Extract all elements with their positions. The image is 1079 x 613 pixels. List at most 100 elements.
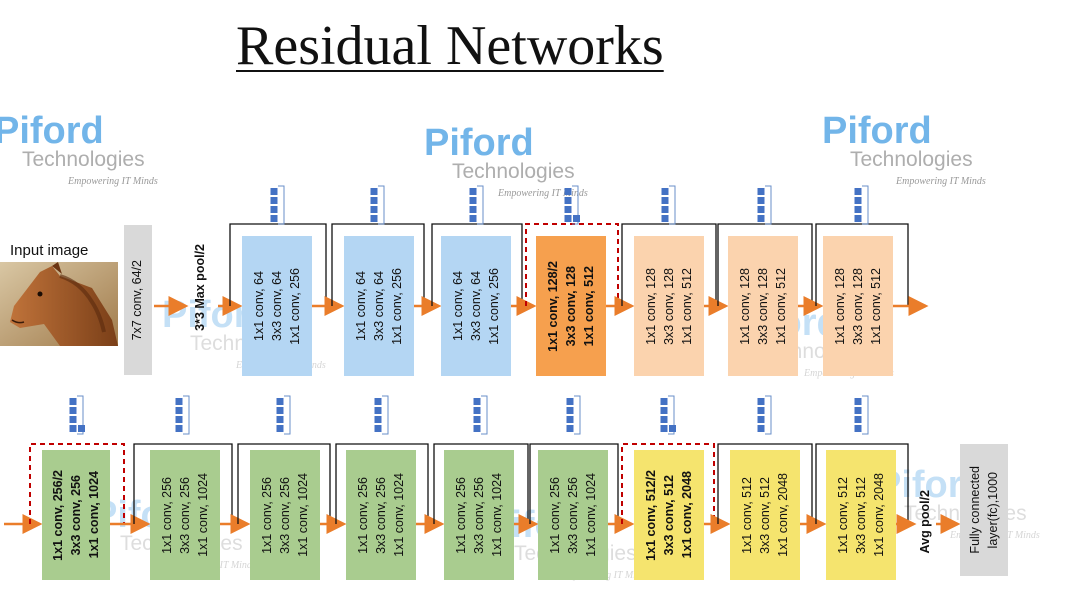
row1-nodes-7-node-1 <box>854 188 862 195</box>
row2-nodes-4-node-2 <box>374 407 382 414</box>
row2-nodes-7-node-4 <box>660 425 668 432</box>
row1-nodes-5-node-2 <box>661 197 669 204</box>
r2b1-line-1: 1x1 conv, 256 <box>160 476 174 554</box>
row1-nodes-1-node-3 <box>270 206 278 213</box>
row1-nodes-4-bracket <box>572 185 579 225</box>
r2b0-line-2: 3x3 conv, 256 <box>69 474 83 556</box>
row2-nodes-5-bracket <box>481 395 488 435</box>
input-image <box>0 262 118 346</box>
row1-nodes-3-node-3 <box>469 206 477 213</box>
r2b8-line-3: 1x1 conv, 2048 <box>872 473 886 557</box>
row2-nodes-8-node-4 <box>757 425 765 432</box>
r1b5-line-3: 1x1 conv, 512 <box>774 267 788 345</box>
r1b1-line-1: 1x1 conv, 64 <box>354 271 368 341</box>
r2b5-line-1: 1x1 conv, 256 <box>548 476 562 554</box>
r2b0-line-3: 1x1 conv, 1024 <box>87 471 101 559</box>
r1b3-line-3: 1x1 conv, 512 <box>582 265 596 347</box>
watermark-logo-center: Piford Technologies Empowering IT Minds <box>424 122 588 199</box>
row1-nodes-6-node-4 <box>757 215 765 222</box>
avgpool-label: Avg pool/2 <box>918 490 932 554</box>
r1b6-line-3: 1x1 conv, 512 <box>869 267 883 345</box>
row1-block-5-bg <box>634 236 704 376</box>
page-title: Residual Networks <box>236 15 664 77</box>
row2-nodes-7-node-2 <box>660 407 668 414</box>
r2b1-line-3: 1x1 conv, 1024 <box>196 473 210 557</box>
row2-nodes-3-node-2 <box>276 407 284 414</box>
row1-nodes-4-node-4 <box>564 215 572 222</box>
row1-block-3-bg <box>441 236 511 376</box>
row2-nodes-1-node-4 <box>69 425 77 432</box>
r2b0-line-1: 1x1 conv, 256/2 <box>51 469 65 561</box>
r1b2-line-1: 1x1 conv, 64 <box>451 271 465 341</box>
row2-nodes-2-node-4 <box>175 425 183 432</box>
row2-nodes-4-node-1 <box>374 398 382 405</box>
r2b4-line-3: 1x1 conv, 1024 <box>490 473 504 557</box>
r1b1-line-3: 1x1 conv, 256 <box>390 267 404 345</box>
fc-block <box>960 444 1008 576</box>
row2-nodes-9-node-3 <box>854 416 862 423</box>
row1-nodes-5-node-1 <box>661 188 669 195</box>
r1b1-line-2: 3x3 conv, 64 <box>372 271 386 341</box>
row2-block-6-bg <box>538 450 608 580</box>
r1b3-line-2: 3x3 conv, 128 <box>564 265 578 347</box>
row1-nodes-5-node-4 <box>661 215 669 222</box>
r2b3-line-1: 1x1 conv, 256 <box>356 476 370 554</box>
row1-block-1-bg <box>242 236 312 376</box>
row1-nodes-2-node-4 <box>370 215 378 222</box>
row2-nodes-7-bracket <box>668 395 675 435</box>
row2-nodes-2-node-3 <box>175 416 183 423</box>
row2-nodes-1-node-side <box>78 425 85 432</box>
row1-nodes-5-node-3 <box>661 206 669 213</box>
row2-nodes-8-node-1 <box>757 398 765 405</box>
row1-nodes-3-node-4 <box>469 215 477 222</box>
row2-nodes-9-bracket <box>862 395 869 435</box>
r1b4-line-2: 3x3 conv, 128 <box>662 267 676 345</box>
row2-block-9-bg <box>826 450 896 580</box>
row1-nodes-3-node-2 <box>469 197 477 204</box>
r2b7-line-1: 1x1 conv, 512 <box>740 476 754 554</box>
r2b3-line-3: 1x1 conv, 1024 <box>392 473 406 557</box>
row1-nodes-2-node-2 <box>370 197 378 204</box>
row2-nodes-1-node-2 <box>69 407 77 414</box>
row2-block-8-bg <box>730 450 800 580</box>
row2-nodes-1-node-3 <box>69 416 77 423</box>
row1-nodes-1-bracket <box>278 185 285 225</box>
row2-nodes-3-bracket <box>284 395 291 435</box>
row2-nodes-8-node-2 <box>757 407 765 414</box>
row1-block-6-bg <box>728 236 798 376</box>
row1-nodes-2-node-3 <box>370 206 378 213</box>
r2b4-line-2: 3x3 conv, 256 <box>472 476 486 554</box>
row2-nodes-9-node-2 <box>854 407 862 414</box>
row2-nodes-6-node-4 <box>566 425 574 432</box>
row2-shortcut-9 <box>815 443 909 524</box>
row2-shortcut-1 <box>29 443 125 524</box>
row2-nodes-8-node-3 <box>757 416 765 423</box>
row2-nodes-5-node-1 <box>473 398 481 405</box>
row2-nodes-3-node-1 <box>276 398 284 405</box>
r2b6-line-2: 3x3 conv, 512 <box>662 474 676 556</box>
row2-shortcut-4 <box>335 443 429 524</box>
row2-nodes-3-node-3 <box>276 416 284 423</box>
row1-nodes-7-node-4 <box>854 215 862 222</box>
row1-nodes-4-node-2 <box>564 197 572 204</box>
row1-nodes-3-node-1 <box>469 188 477 195</box>
r1b0-line-3: 1x1 conv, 256 <box>288 267 302 345</box>
row2-shortcut-8 <box>717 443 813 524</box>
r1b2-line-2: 3x3 conv, 64 <box>469 271 483 341</box>
row2-nodes-4-bracket <box>382 395 389 435</box>
row2-nodes-2-node-1 <box>175 398 183 405</box>
row1-block-7-bg <box>823 236 893 376</box>
r2b6-line-3: 1x1 conv, 2048 <box>680 471 694 559</box>
r1b4-line-3: 1x1 conv, 512 <box>680 267 694 345</box>
r1b0-line-1: 1x1 conv, 64 <box>252 271 266 341</box>
